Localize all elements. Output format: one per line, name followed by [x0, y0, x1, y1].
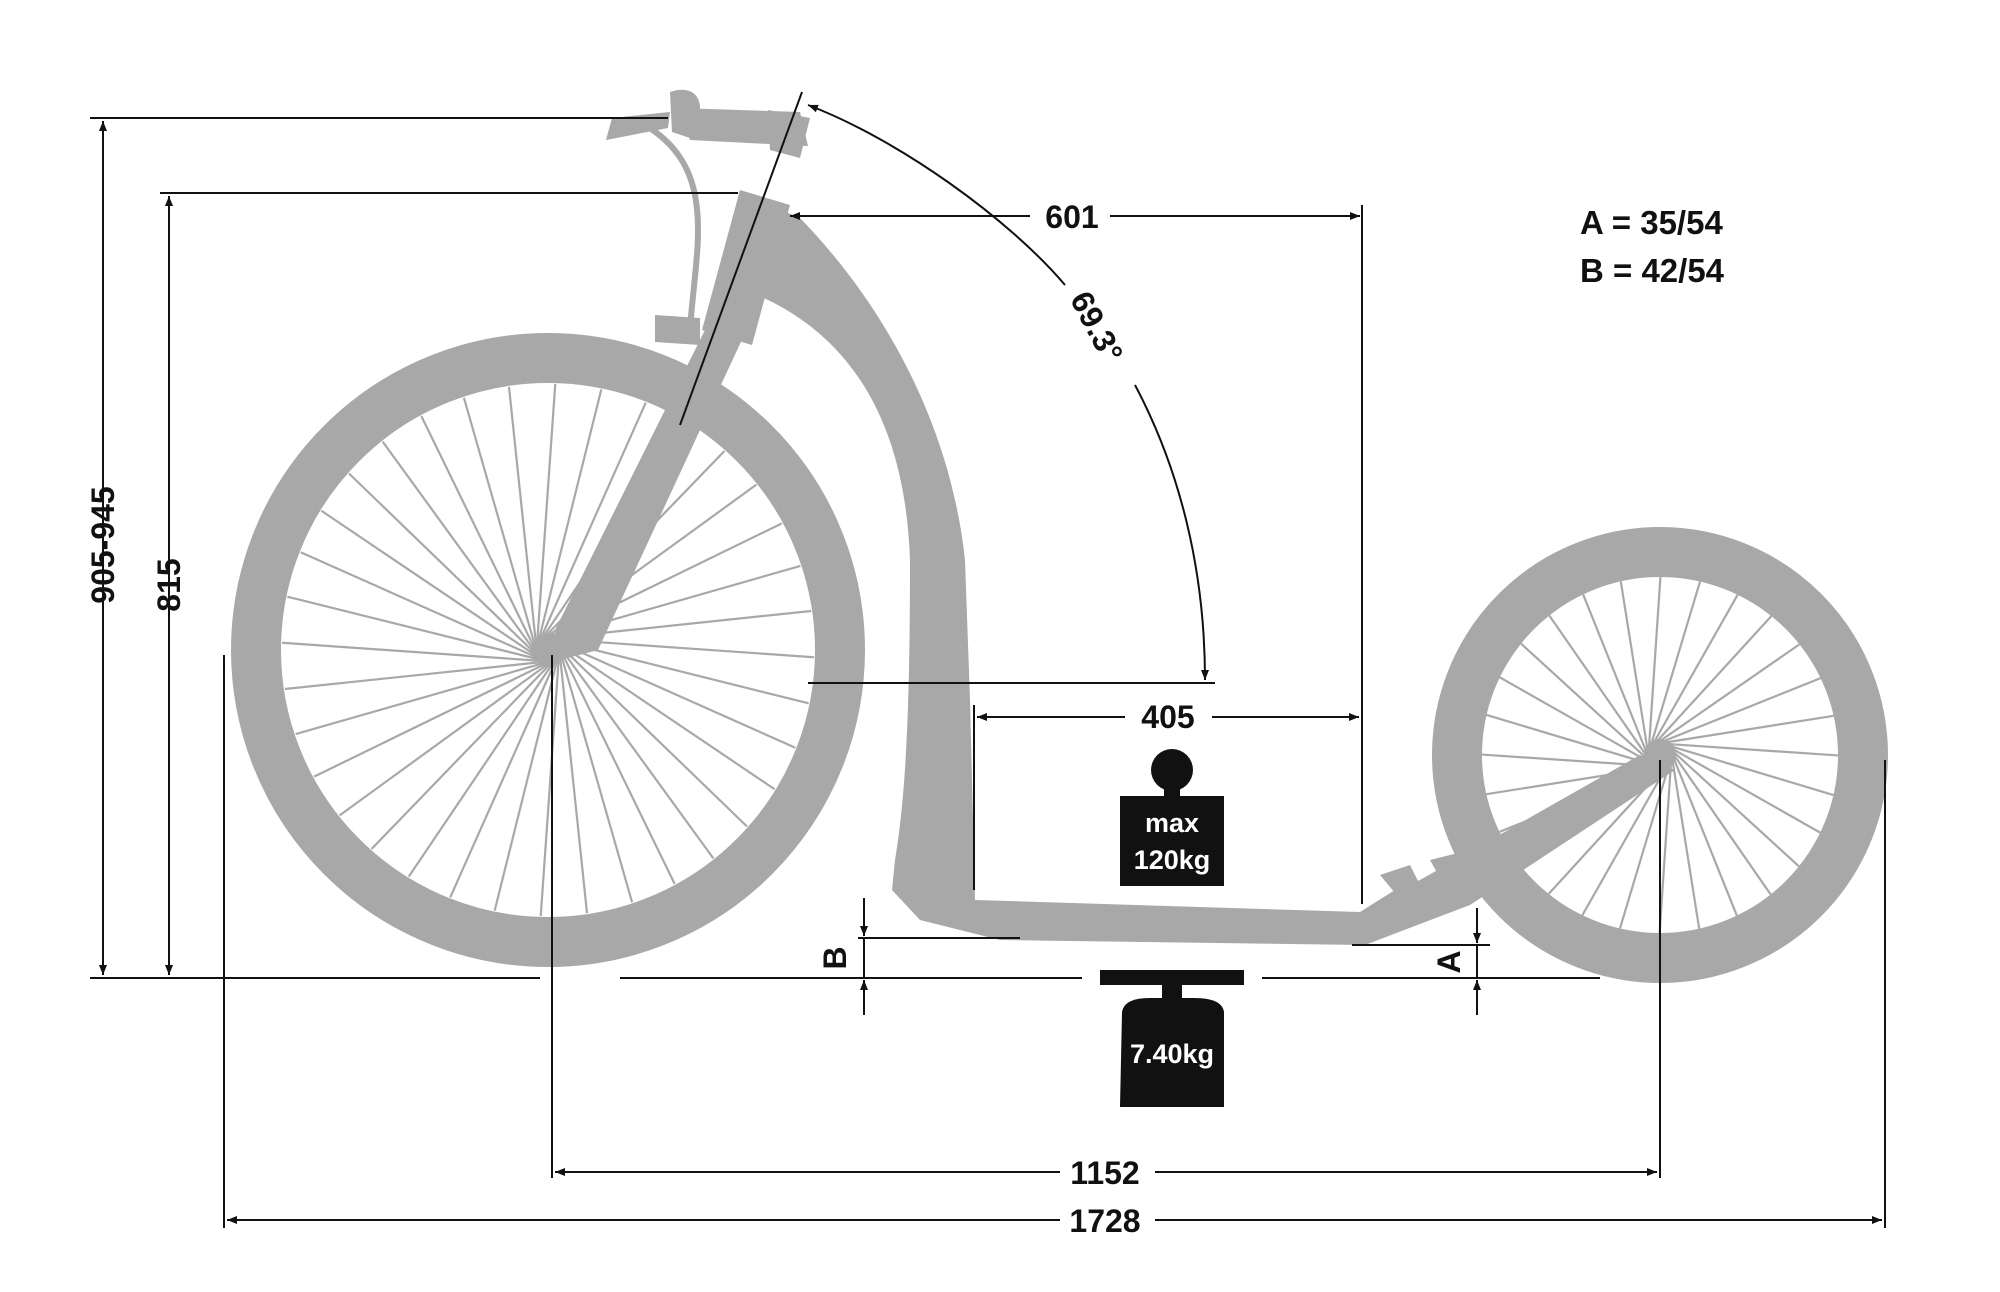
scooter-weight: 7.40kg [1100, 970, 1244, 1107]
spoke [539, 402, 647, 639]
spoke [1656, 615, 1773, 743]
label-handlebar-height: 905-945 [85, 486, 121, 603]
spoke [1665, 714, 1834, 744]
spoke [1548, 614, 1647, 756]
label-405: 405 [1141, 699, 1194, 735]
spoke [560, 651, 676, 885]
spoke [537, 389, 603, 640]
max-load-weight-body [1120, 796, 1224, 886]
spoke [1619, 581, 1649, 750]
spoke [558, 639, 809, 705]
spoke [348, 472, 535, 654]
rear-spokes [1481, 576, 1839, 934]
spoke [507, 386, 537, 644]
dimension-labels: 905-945 815 601 69.3° 405 1152 1728 B A [85, 199, 1467, 1239]
rear-fender-strut [1430, 850, 1478, 878]
label-saddle-height: 815 [151, 558, 187, 611]
spoke [295, 662, 544, 736]
spoke [560, 644, 776, 791]
spoke [539, 658, 560, 916]
stem [768, 110, 810, 158]
spoke [1670, 745, 1834, 797]
rear-brake [1380, 865, 1420, 893]
spoke [381, 440, 535, 651]
spoke [559, 641, 796, 749]
spoke [1658, 763, 1673, 934]
spoke [1520, 642, 1648, 759]
brake-caliper [655, 315, 700, 345]
max-load-weight: max 120kg [1120, 749, 1224, 886]
max-load-line2: 120kg [1134, 845, 1211, 875]
spoke [1662, 677, 1821, 743]
max-load-weight-knob [1151, 749, 1193, 791]
spoke [1647, 576, 1662, 747]
spoke [1672, 751, 1800, 868]
scale-platform [1100, 970, 1244, 985]
label-clearance-a: A [1431, 950, 1467, 973]
spoke [1582, 594, 1648, 753]
label-clearance-b: B [817, 946, 853, 969]
spoke [1481, 753, 1652, 768]
spoke [300, 551, 537, 659]
handlebar [606, 89, 810, 158]
legend-a: A = 35/54 [1580, 204, 1723, 241]
max-load-weight-neck [1164, 782, 1180, 800]
main-frame [745, 195, 1675, 945]
scooter-weight-value: 7.40kg [1130, 1039, 1214, 1069]
spoke [370, 663, 552, 850]
handlebar-grip [670, 89, 700, 138]
spoke [1659, 643, 1801, 742]
scooter-weight-body [1120, 998, 1224, 1107]
spoke [1671, 760, 1701, 929]
spoke [559, 656, 589, 914]
spoke [561, 646, 748, 828]
angle-arc-lower [1134, 384, 1209, 681]
spoke [313, 662, 547, 778]
max-load-line1: max [1145, 808, 1199, 838]
spoke [1650, 581, 1702, 745]
spoke [284, 661, 542, 691]
spoke [560, 654, 634, 903]
spoke [420, 415, 536, 649]
spoke [462, 397, 536, 646]
spoke [449, 661, 557, 898]
brake-cable [643, 122, 701, 331]
spoke [287, 595, 538, 661]
label-overall-length: 1728 [1069, 1203, 1140, 1239]
spoke [320, 509, 536, 656]
spoke [1668, 742, 1839, 757]
label-wheelbase: 1152 [1070, 1155, 1139, 1191]
spoke [1486, 713, 1650, 765]
spoke [561, 649, 715, 860]
spoke [1673, 754, 1772, 896]
spoke [1581, 767, 1668, 916]
spoke [282, 641, 540, 662]
spoke [338, 663, 549, 817]
spoke [407, 662, 554, 878]
front-tyre [231, 333, 865, 967]
angle-arc-upper [807, 104, 1066, 286]
front-wheel [231, 333, 865, 967]
legend-b: B = 42/54 [1580, 252, 1725, 289]
spoke [1652, 594, 1739, 743]
label-601: 601 [1045, 199, 1098, 235]
label-angle: 69.3° [1063, 285, 1130, 368]
head-tube-axis [679, 91, 803, 426]
spoke [1672, 747, 1821, 834]
front-spokes [282, 384, 814, 916]
spoke [1499, 676, 1648, 763]
spoke [493, 660, 559, 911]
dimension-lines [90, 91, 1886, 1228]
spoke [1672, 757, 1738, 916]
spoke [536, 384, 557, 642]
legend: A = 35/54 B = 42/54 [1580, 204, 1725, 289]
front-hub [532, 634, 564, 666]
